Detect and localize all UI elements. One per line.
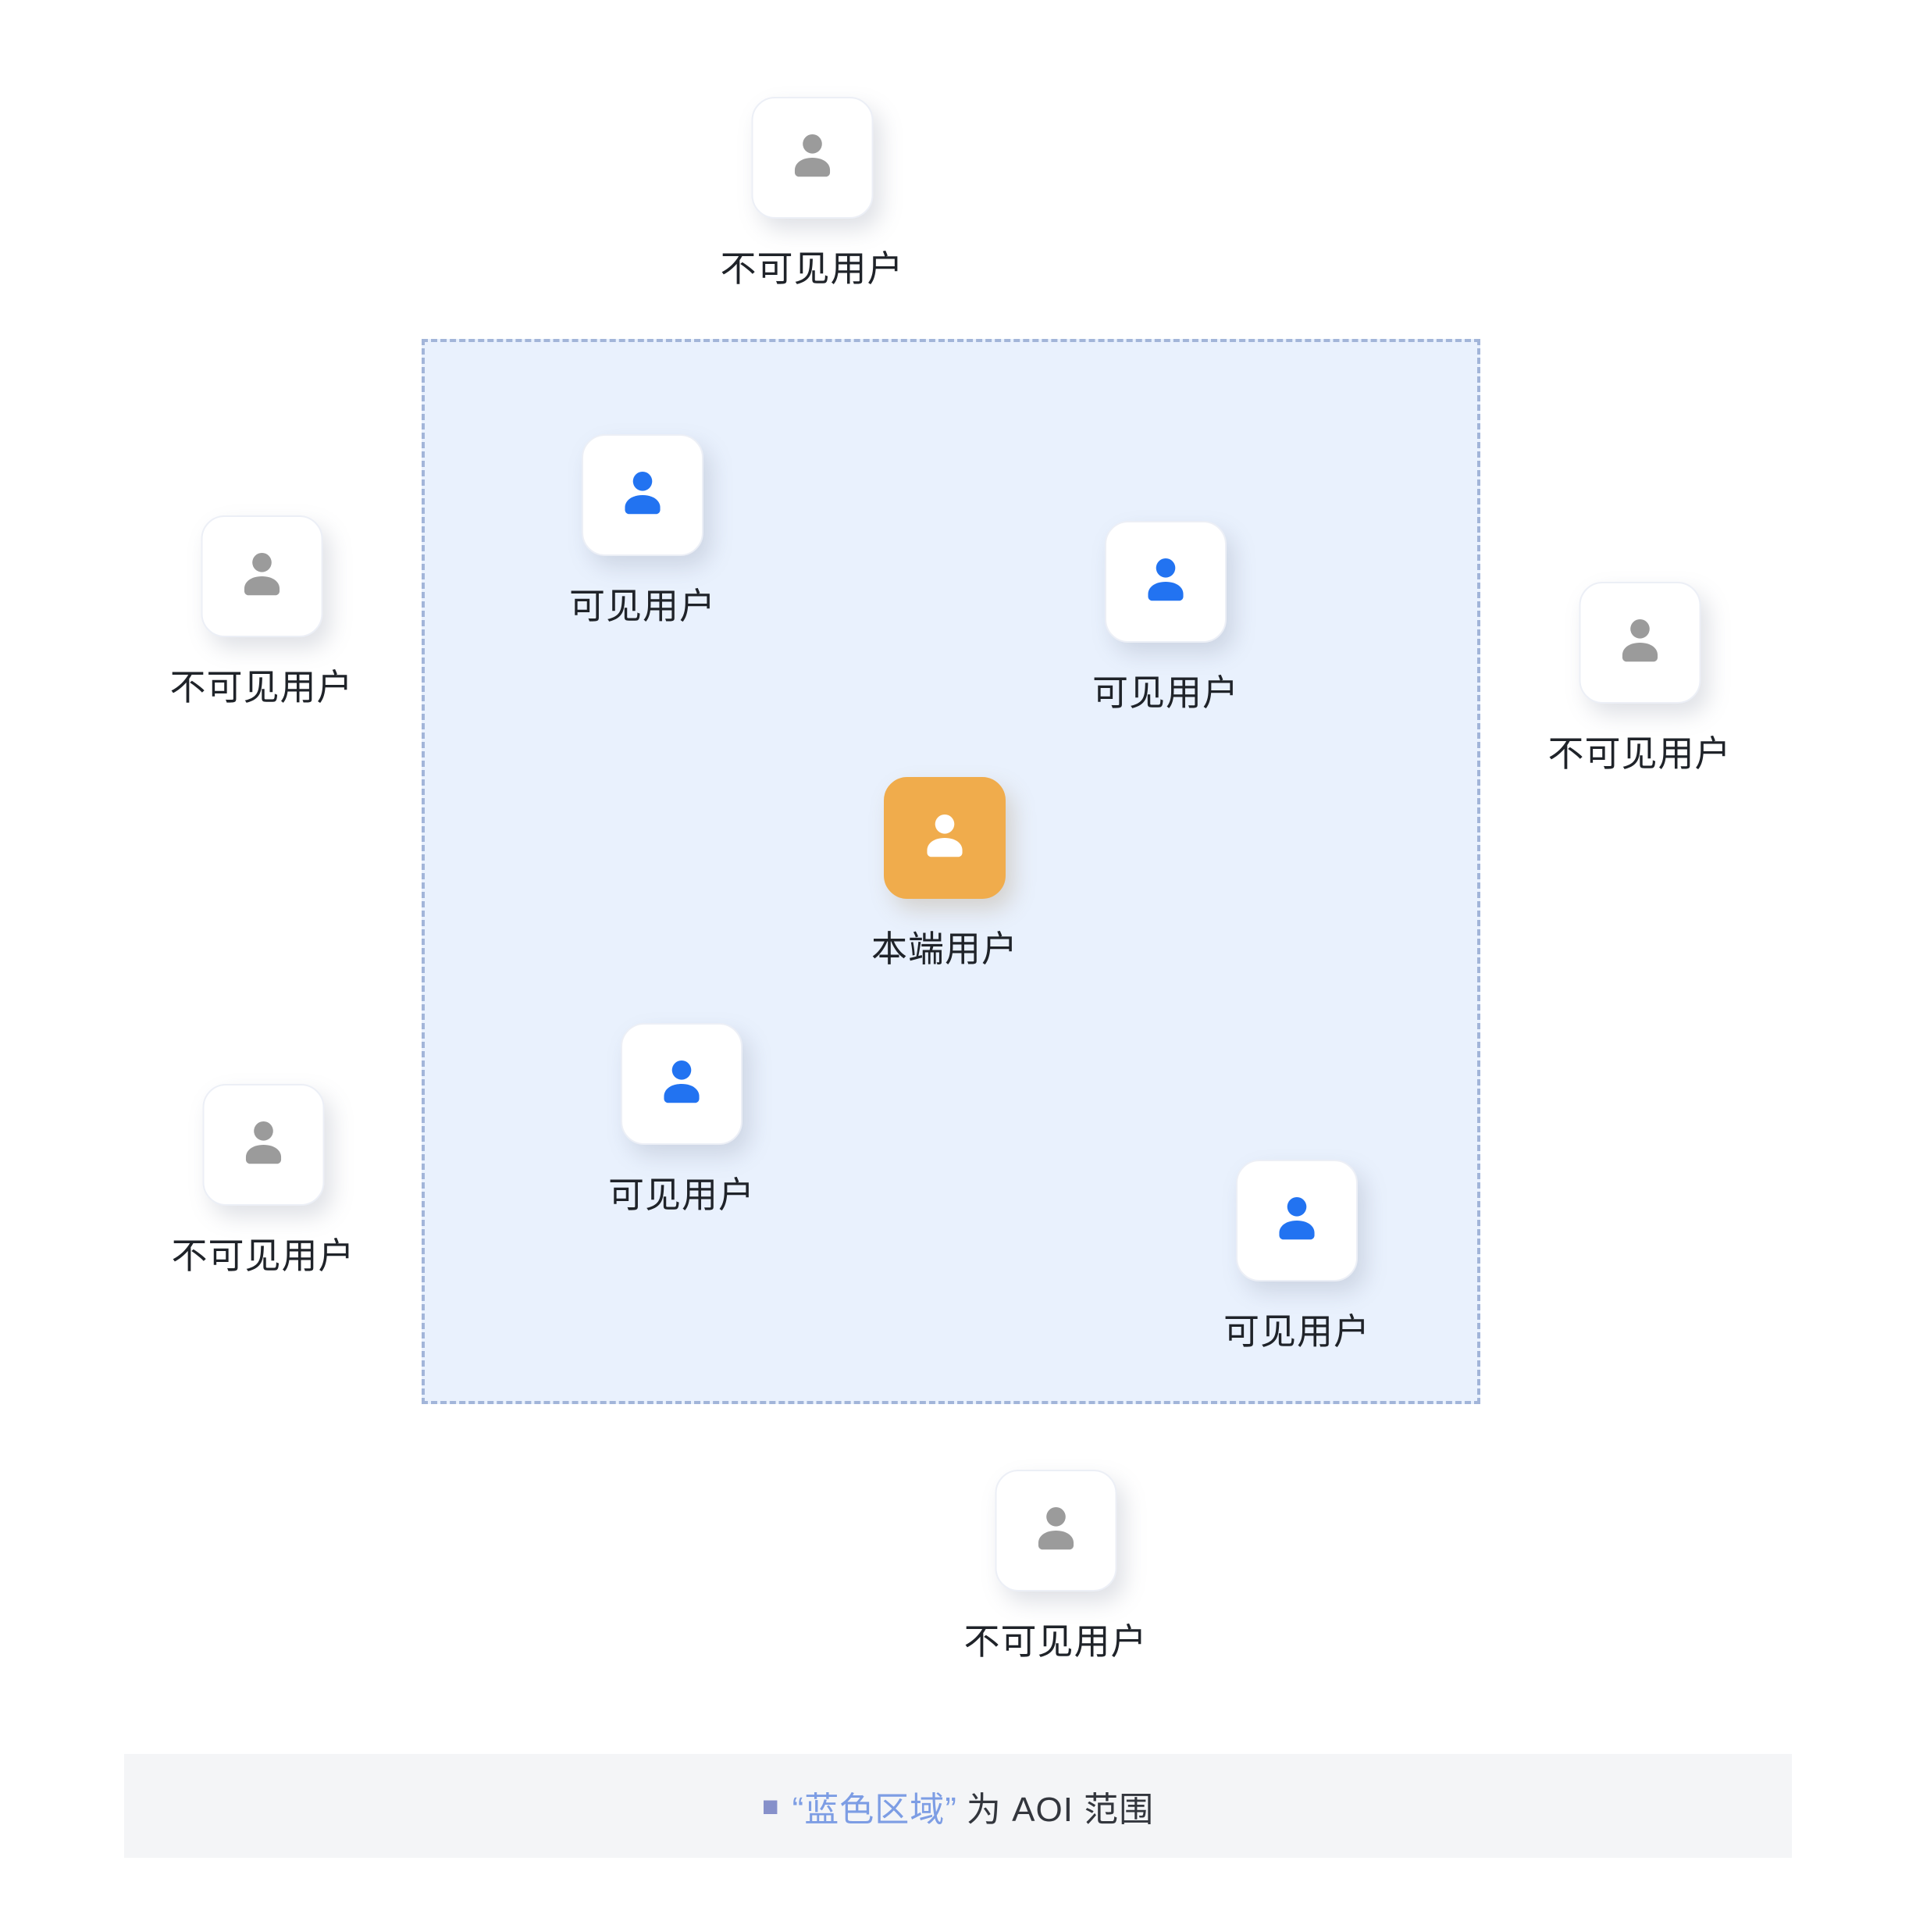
- user-visible-bottom-left: 可见用户: [608, 1023, 755, 1218]
- user-label: 可见用户: [1092, 672, 1239, 713]
- user-visible-bottom-right: 可见用户: [1223, 1160, 1370, 1355]
- person-icon: [1265, 1187, 1329, 1255]
- user-card: [621, 1023, 743, 1145]
- user-card: [1236, 1160, 1358, 1281]
- user-card: [202, 1084, 324, 1206]
- user-invisible-right: 不可见用户: [1548, 582, 1732, 777]
- user-card: [582, 434, 703, 556]
- person-icon: [611, 462, 675, 529]
- user-visible-top-right: 可见用户: [1092, 521, 1239, 716]
- user-invisible-top: 不可见用户: [721, 97, 904, 292]
- user-label: 本端用户: [871, 929, 1018, 969]
- person-icon: [1134, 548, 1198, 616]
- legend-highlight-text: “蓝色区域”: [792, 1790, 957, 1829]
- user-invisible-bottom: 不可见用户: [964, 1470, 1148, 1665]
- user-card: [995, 1470, 1116, 1592]
- person-icon: [780, 124, 844, 192]
- person-icon: [913, 804, 977, 872]
- person-icon: [1024, 1497, 1088, 1565]
- blue-square-icon: ■: [761, 1789, 780, 1822]
- user-label: 可见用户: [569, 586, 716, 626]
- user-label: 不可见用户: [720, 248, 904, 289]
- user-label: 可见用户: [1223, 1311, 1370, 1352]
- person-icon: [230, 543, 294, 611]
- user-card: [1105, 521, 1227, 643]
- user-label: 不可见用户: [963, 1621, 1148, 1662]
- legend-text: 为 AOI 范围: [966, 1790, 1155, 1829]
- user-visible-top-left: 可见用户: [569, 434, 716, 629]
- user-label: 不可见用户: [1547, 733, 1732, 774]
- user-label: 不可见用户: [169, 667, 354, 708]
- user-card: [1579, 582, 1701, 704]
- person-icon: [1608, 609, 1672, 677]
- user-card: [751, 97, 873, 219]
- legend-bar: ■ “蓝色区域” 为 AOI 范围: [124, 1754, 1792, 1858]
- user-local: 本端用户: [871, 777, 1018, 972]
- user-invisible-left-upper: 不可见用户: [170, 515, 354, 711]
- user-card: [884, 777, 1006, 899]
- user-label: 不可见用户: [171, 1235, 355, 1276]
- person-icon: [231, 1111, 295, 1179]
- user-card: [201, 515, 322, 637]
- user-label: 可见用户: [608, 1175, 755, 1215]
- user-invisible-left-lower: 不可见用户: [172, 1084, 355, 1279]
- person-icon: [650, 1050, 714, 1118]
